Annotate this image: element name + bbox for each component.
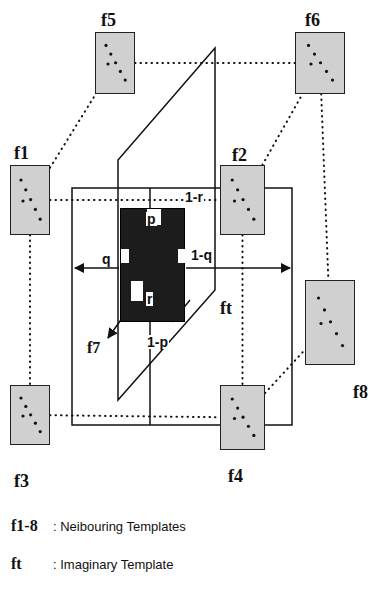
dot-pattern bbox=[221, 386, 264, 449]
template-dot bbox=[241, 198, 244, 201]
weight-label: 1-q bbox=[190, 248, 213, 262]
template-dot bbox=[231, 397, 234, 400]
legend-text: : Neibouring Templates bbox=[52, 520, 187, 533]
template-label: f2 bbox=[231, 146, 248, 164]
weight-label: 1-p bbox=[146, 335, 169, 349]
template-dot bbox=[233, 199, 236, 202]
template-dot bbox=[19, 396, 22, 399]
template-notch bbox=[121, 249, 129, 263]
legend-text: : Imaginary Template bbox=[52, 558, 174, 571]
template-dot bbox=[247, 208, 250, 211]
template-label: f4 bbox=[227, 467, 244, 485]
template-dot bbox=[329, 320, 332, 323]
neighbouring-template: f3 bbox=[10, 385, 50, 445]
template-dot bbox=[21, 199, 24, 202]
weight-label: q bbox=[101, 252, 112, 266]
interpolation-plane bbox=[118, 48, 215, 400]
neighbouring-template: f2 bbox=[220, 165, 265, 235]
dotted-connector bbox=[242, 235, 244, 385]
dotted-connector bbox=[265, 350, 305, 393]
neighbouring-template: f1 bbox=[10, 165, 50, 235]
template-dot bbox=[307, 44, 310, 47]
dot-pattern bbox=[221, 166, 264, 234]
weight-label: 1-r bbox=[184, 190, 204, 204]
template-dot bbox=[29, 413, 32, 416]
template-dot bbox=[114, 61, 117, 64]
template-dot bbox=[34, 208, 37, 211]
template-dot bbox=[331, 79, 334, 82]
template-dot bbox=[29, 198, 32, 201]
template-dot bbox=[323, 308, 326, 311]
neighbouring-template: f8 bbox=[305, 280, 355, 365]
template-dot bbox=[39, 218, 42, 221]
neighbouring-template: f6 bbox=[295, 32, 345, 94]
template-dot bbox=[236, 407, 239, 410]
template-dot bbox=[319, 61, 322, 64]
dotted-connector bbox=[50, 415, 220, 417]
dotted-connector bbox=[321, 94, 328, 280]
template-notch bbox=[131, 281, 143, 301]
dotted-connector bbox=[135, 62, 295, 64]
dot-pattern bbox=[11, 386, 49, 444]
neighbouring-template: f5 bbox=[95, 32, 135, 94]
template-notch bbox=[178, 249, 186, 263]
template-dot bbox=[335, 332, 338, 335]
template-dot bbox=[104, 44, 107, 47]
template-dot bbox=[106, 62, 109, 65]
dotted-connector bbox=[50, 94, 96, 168]
template-dot bbox=[247, 425, 250, 428]
dot-pattern bbox=[296, 33, 344, 93]
template-dot bbox=[24, 405, 27, 408]
tick-line bbox=[149, 188, 151, 208]
template-dot bbox=[309, 62, 312, 65]
template-dot bbox=[241, 416, 244, 419]
template-dot bbox=[124, 79, 127, 82]
template-label: f1 bbox=[13, 144, 30, 162]
template-dot bbox=[236, 188, 239, 191]
neighbouring-template: f4 bbox=[220, 385, 265, 450]
axis-arrow bbox=[186, 267, 290, 269]
template-dot bbox=[252, 434, 255, 437]
template-label: f8 bbox=[352, 383, 369, 401]
template-label: f3 bbox=[13, 472, 30, 490]
template-dot bbox=[109, 52, 112, 55]
dot-pattern bbox=[96, 33, 134, 93]
legend-text: ft bbox=[10, 556, 23, 572]
template-dot bbox=[233, 417, 236, 420]
template-label: f5 bbox=[100, 11, 117, 29]
template-dot bbox=[119, 70, 122, 73]
dotted-connector bbox=[29, 235, 31, 385]
template-label: f7 bbox=[86, 340, 101, 356]
template-dot bbox=[19, 178, 22, 181]
template-dot bbox=[34, 422, 37, 425]
template-dot bbox=[319, 322, 322, 325]
weight-label: p bbox=[146, 212, 157, 226]
template-dot bbox=[252, 218, 255, 221]
template-dot bbox=[21, 414, 24, 417]
weight-label: r bbox=[146, 292, 153, 306]
template-dot bbox=[325, 70, 328, 73]
template-dot bbox=[313, 52, 316, 55]
dot-pattern bbox=[11, 166, 49, 234]
template-dot bbox=[317, 296, 320, 299]
template-dot bbox=[39, 430, 42, 433]
template-dot bbox=[231, 178, 234, 181]
template-dot bbox=[341, 344, 344, 347]
template-dot bbox=[24, 188, 27, 191]
dotted-connector bbox=[262, 94, 302, 165]
template-label: ft bbox=[219, 299, 233, 317]
template-label: f6 bbox=[304, 11, 321, 29]
legend-text: f1-8 bbox=[10, 518, 39, 534]
dot-pattern bbox=[306, 281, 354, 364]
axis-arrow bbox=[75, 267, 119, 269]
